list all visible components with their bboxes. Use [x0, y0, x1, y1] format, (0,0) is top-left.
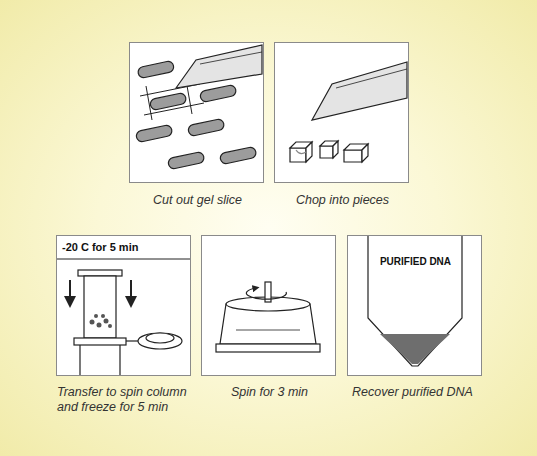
step-panel: Chop into pieces [274, 42, 409, 183]
spin-column-illustration [56, 259, 191, 375]
gel-slice-illustration [135, 45, 262, 170]
step-panel: Spin for 3 min [201, 235, 336, 376]
chopped-gel-illustration [290, 62, 407, 162]
tube-illustration [368, 235, 462, 366]
step-caption: Recover purified DNA [352, 385, 482, 400]
step-caption: Chop into pieces [265, 193, 420, 208]
step-panel: Cut out gel slice [129, 42, 264, 183]
illustration-label: -20 C for 5 min [62, 241, 138, 253]
panel-grounds [56, 42, 482, 376]
step-panel: -20 C for 5 minTransfer to spin column a… [56, 235, 191, 376]
step-panel: PURIFIED DNARecover purified DNA [347, 235, 482, 376]
step-caption: Spin for 3 min [202, 385, 337, 400]
illustration-label: PURIFIED DNA [348, 256, 483, 267]
step-caption: Transfer to spin column and freeze for 5… [57, 385, 191, 415]
centrifuge-illustration [216, 282, 320, 352]
step-caption: Cut out gel slice [120, 193, 275, 208]
